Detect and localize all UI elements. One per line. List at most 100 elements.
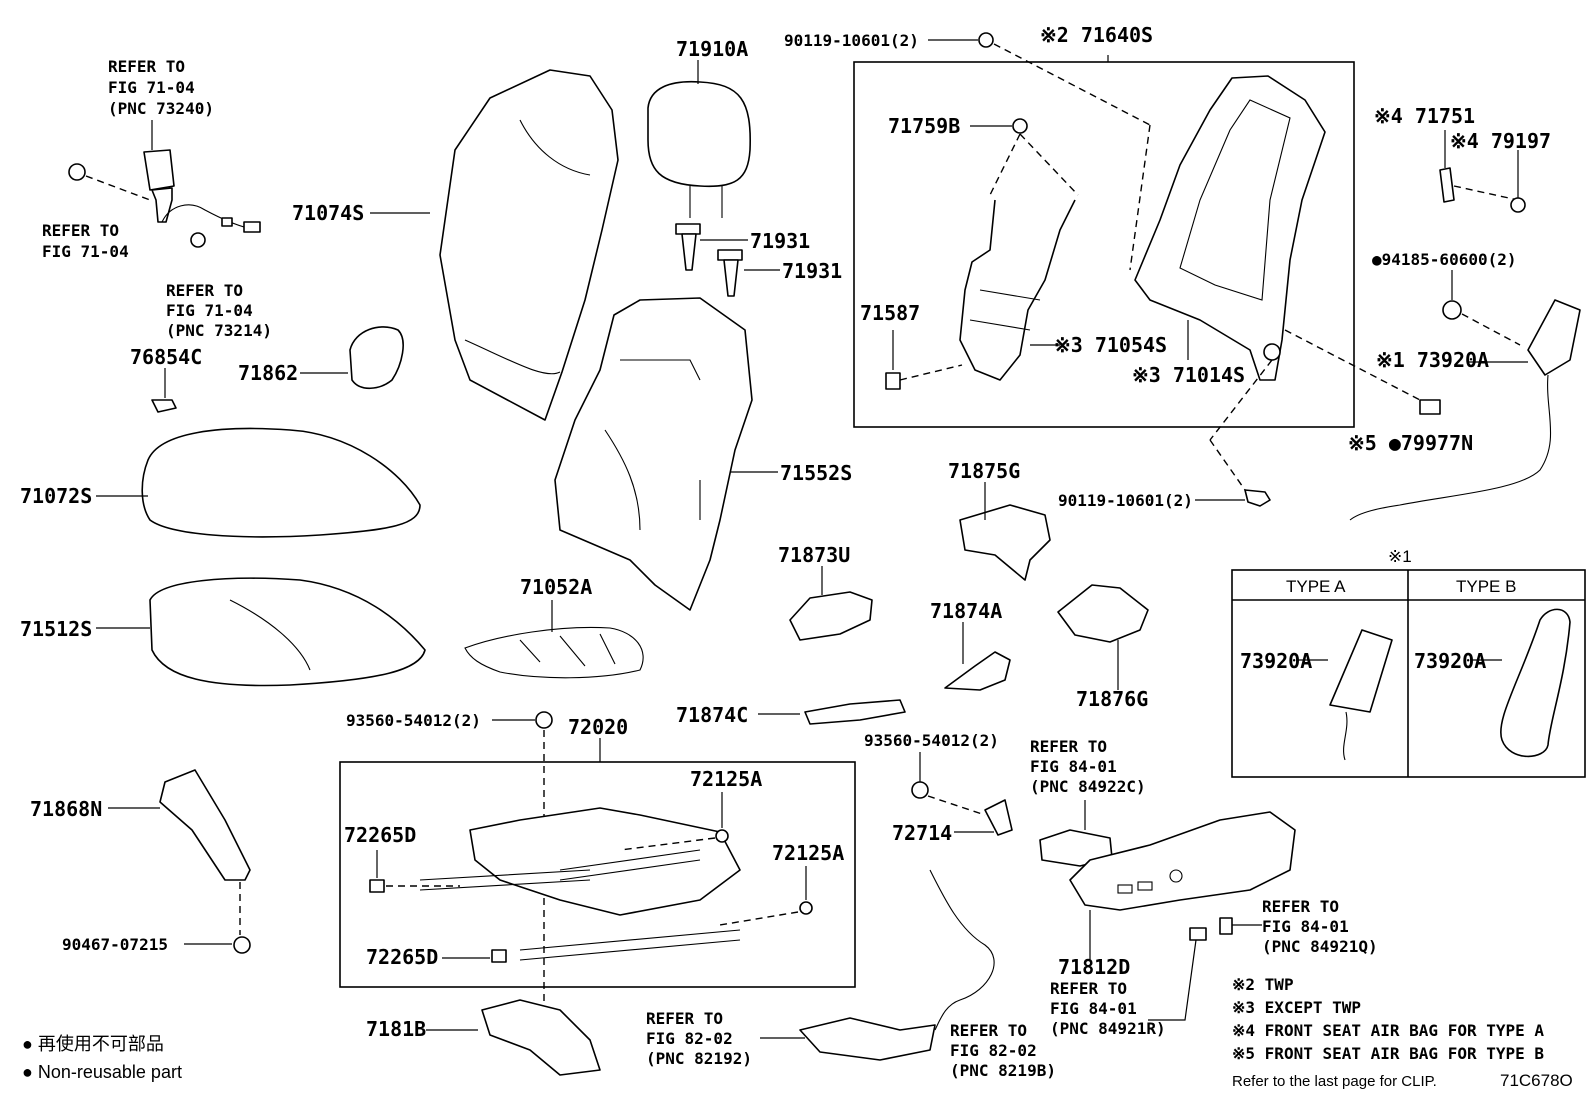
refer-84921q-fig: FIG 84-01 [1262,917,1349,936]
refer-84922-title: REFER TO [1030,737,1107,756]
knob-84921r [1189,927,1207,941]
bracket-72714 [984,799,1013,836]
note-2: ※2 TWP [1232,975,1294,994]
refer-84921q-pnc: (PNC 84921Q) [1262,937,1378,956]
label-79977n [1419,399,1441,415]
airbag-type-b-drawing [1500,608,1571,758]
label-71910a: 71910A [676,37,748,61]
note-4: ※4 FRONT SEAT AIR BAG FOR TYPE A [1232,1021,1544,1040]
refer-84921r-fig: FIG 84-01 [1050,999,1137,1018]
label-76854c: 76854C [130,345,202,369]
cushion-cover-71072s [141,427,421,538]
label-71931-a: 71931 [750,229,810,253]
label-71074s: 71074S [292,201,364,225]
label-71875g: 71875G [948,459,1020,483]
refer-84922-fig: FIG 84-01 [1030,757,1117,776]
refer-left-fig: FIG 71-04 [42,242,129,261]
label-72265d-2: 72265D [366,945,438,969]
label-71512s: 71512S [20,617,92,641]
seatbelt-bolt-mid [190,232,206,248]
cover-71874c [804,699,906,725]
spring-assembly-71052a [464,600,644,679]
refer-84921q-title: REFER TO [1262,897,1339,916]
label-71931-b: 71931 [782,259,842,283]
wire-harness [929,869,995,1031]
bolt-90119-top [978,32,994,48]
seat-track-box [339,761,856,988]
seatback-cover-71074s [439,69,619,421]
cushion-pad-71512s [149,577,426,687]
bracket-71876g [1057,584,1149,643]
label-71587: 71587 [860,301,920,325]
seat-track-72020 [419,807,741,961]
type-table-marker: ※1 [1388,547,1412,566]
nut-79197 [1510,197,1526,213]
note-clip: Refer to the last page for CLIP. [1232,1073,1437,1090]
refer-84921r-pnc: (PNC 84921R) [1050,1019,1166,1038]
label-71552s: 71552S [780,461,852,485]
label-94185: ●94185-60600(2) [1372,250,1517,269]
nut-94185 [1442,300,1462,320]
label-72714: 72714 [892,821,952,845]
lumbar-support-71054s [959,199,1076,381]
label-71873u: 71873U [778,543,850,567]
label-71759b: 71759B [888,114,960,138]
refer-8219b-pnc: (PNC 8219B) [950,1061,1056,1080]
bolt-90119-mid [1244,489,1271,507]
bracket-71873u [789,591,873,641]
clip-90467 [233,936,251,954]
side-cover-71812d [1069,811,1296,911]
label-93560-left: 93560-54012(2) [346,711,481,730]
headrest-guide-71931-a [675,223,701,271]
seatback-frame-71014s [1134,75,1326,381]
side-airbag-73920a [1349,299,1581,521]
refer-8219b-fig: FIG 82-02 [950,1041,1037,1060]
bolt-71751 [1439,167,1455,203]
bracket-71875g [959,504,1051,581]
clip-72265d-1 [369,879,385,893]
refer-82192-fig: FIG 82-02 [646,1029,733,1048]
refer-82192-title: REFER TO [646,1009,723,1028]
cover-71862 [349,326,404,390]
legend-jp: ● 再使用不可部品 [22,1034,164,1054]
type-table-part-a: 73920A [1240,649,1312,673]
refer-seatbelt-fig: FIG 71-04 [108,78,195,97]
label-71014s: ※3 71014S [1132,363,1245,387]
label-93560-right: 93560-54012(2) [864,731,999,750]
type-table-col-a: TYPE A [1286,577,1346,596]
cover-71868n [159,769,251,881]
clip-76854c [151,399,177,413]
label-72125a-2: 72125A [772,841,844,865]
refer-seatbelt-pnc: (PNC 73240) [108,99,214,118]
seatbelt-bolt-left [68,163,86,181]
clip-72125a-1 [715,829,729,843]
refer-mid-pnc: (PNC 73214) [166,321,272,340]
refer-seatbelt-title: REFER TO [108,57,185,76]
seatback-frame-box [853,61,1355,428]
label-71868n: 71868N [30,797,102,821]
label-73920a-main: ※1 73920A [1376,348,1489,372]
label-7181b: 7181B [366,1017,426,1041]
refer-84921r-title: REFER TO [1050,979,1127,998]
legend-en: ● Non-reusable part [22,1062,182,1082]
label-71874c: 71874C [676,703,748,727]
label-71862: 71862 [238,361,298,385]
label-72020: 72020 [568,715,628,739]
seatback-pad-71552s [554,297,753,611]
headrest-71910a [647,80,751,218]
label-71052a: 71052A [520,575,592,599]
note-3: ※3 EXCEPT TWP [1232,998,1361,1017]
refer-84922-pnc: (PNC 84922C) [1030,777,1146,796]
type-table-part-b: 73920A [1414,649,1486,673]
label-90119-mid: 90119-10601(2) [1058,491,1193,510]
nut-71759b [1012,118,1028,134]
type-table-col-b: TYPE B [1456,577,1516,596]
label-71072s: 71072S [20,484,92,508]
refer-82192-pnc: (PNC 82192) [646,1049,752,1068]
bolt-93560-left [535,711,553,729]
label-71751: ※4 71751 [1374,104,1475,128]
part-71587 [885,372,901,390]
clip-72265d-2 [491,949,507,963]
note-5: ※5 FRONT SEAT AIR BAG FOR TYPE B [1232,1044,1544,1063]
